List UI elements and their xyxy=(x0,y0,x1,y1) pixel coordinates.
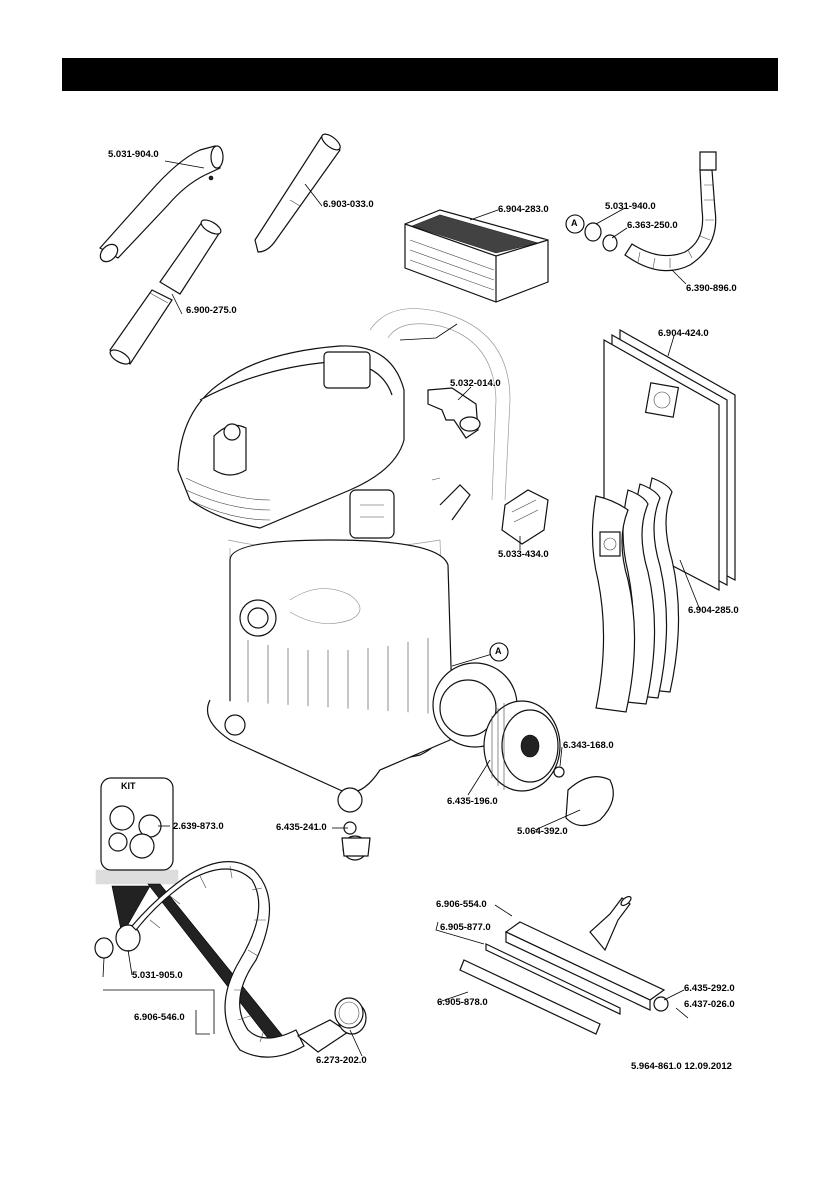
leader-lines xyxy=(102,160,701,1057)
header-bar xyxy=(62,58,778,91)
part-label-6905-877: 6.905-877.0 xyxy=(440,922,491,933)
part-label-6906-546: 6.906-546.0 xyxy=(134,1012,185,1023)
fleece-filter-bags-drawing xyxy=(591,477,680,713)
part-label-6904-285: 6.904-285.0 xyxy=(688,605,739,616)
part-label-6905-878: 6.905-878.0 xyxy=(437,997,488,1008)
part-label-6906-554: 6.906-554.0 xyxy=(436,899,487,910)
document-reference: 5.964-861.0 12.09.2012 xyxy=(631,1061,732,1072)
part-label-6435-292: 6.435-292.0 xyxy=(684,983,735,994)
part-label-6273-202: 6.273-202.0 xyxy=(316,1055,367,1066)
callout-a-marker-top: A xyxy=(571,218,578,228)
part-label-6900-275: 6.900-275.0 xyxy=(186,305,237,316)
part-label-6435-241: 6.435-241.0 xyxy=(276,822,327,833)
part-label-5031-940: 5.031-940.0 xyxy=(605,201,656,212)
castor-drawing xyxy=(341,821,371,861)
crevice-nozzle-drawing xyxy=(254,133,341,253)
sealing-ring-drawing xyxy=(334,997,364,1029)
part-label-6903-033: 6.903-033.0 xyxy=(323,199,374,210)
part-label-5033-434: 5.033-434.0 xyxy=(498,549,549,560)
part-label-2639-873: 2.639-873.0 xyxy=(173,821,224,832)
part-label-6904-283: 6.904-283.0 xyxy=(498,204,549,215)
part-label-6390-896: 6.390-896.0 xyxy=(686,283,737,294)
part-label-5031-904: 5.031-904.0 xyxy=(108,149,159,160)
straight-tubes-drawing xyxy=(109,219,222,365)
part-label-6343-168: 6.343-168.0 xyxy=(563,740,614,751)
flat-filter-drawing xyxy=(404,209,549,303)
rear-wheel-drawing xyxy=(483,700,614,827)
part-label-5032-014: 5.032-014.0 xyxy=(450,378,501,389)
adapter-kit-drawing xyxy=(95,777,287,1047)
part-label-6904-424: 6.904-424.0 xyxy=(658,328,709,339)
part-label-5031-905: 5.031-905.0 xyxy=(132,970,183,981)
part-label-6437-026: 6.437-026.0 xyxy=(684,999,735,1010)
bent-suction-tube-drawing xyxy=(99,145,224,263)
kit-label: KIT xyxy=(121,781,136,791)
part-label-6363-250: 6.363-250.0 xyxy=(627,220,678,231)
suction-hose-drawing xyxy=(565,151,717,272)
side-bracket-drawing xyxy=(501,489,549,545)
callout-a-marker-body: A xyxy=(495,646,502,656)
part-label-5064-392: 5.064-392.0 xyxy=(517,826,568,837)
part-label-6435-196: 6.435-196.0 xyxy=(447,796,498,807)
floor-nozzle-drawing xyxy=(459,895,689,1035)
accessory-holder-drawing xyxy=(427,387,481,439)
vacuum-cleaner-drawing xyxy=(177,308,518,813)
